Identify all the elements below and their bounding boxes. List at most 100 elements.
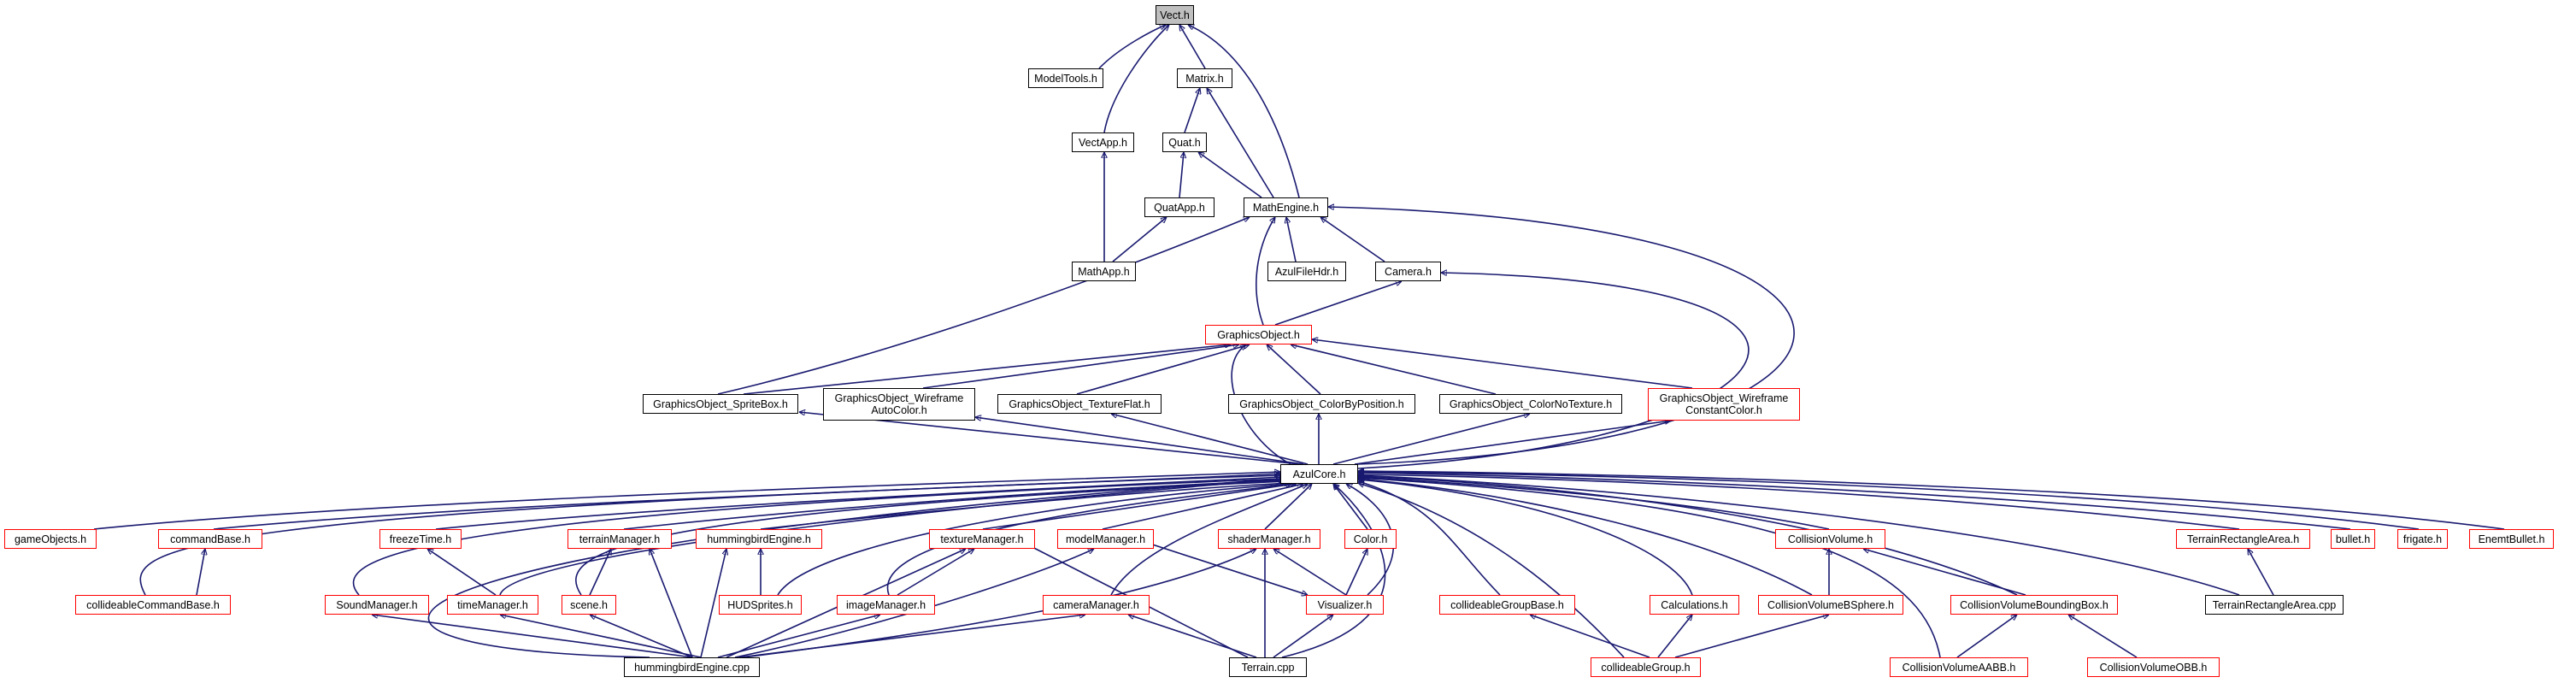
node-mathapp-h[interactable]: MathApp.h [1072,262,1136,281]
node-commandbase-h[interactable]: commandBase.h [158,529,262,549]
node-graphicsobject-wireframe-autocolor-h[interactable]: GraphicsObject_Wireframe AutoColor.h [823,388,975,421]
edge-collideablegroup-calculations [1657,615,1692,658]
edge-wireconst-graphicsobject [1312,339,1693,389]
node-collideablecommandbase-h[interactable]: collideableCommandBase.h [75,595,231,615]
node-collideablegroup-h[interactable]: collideableGroup.h [1591,657,1701,677]
node-modeltools-h[interactable]: ModelTools.h [1028,68,1103,88]
edge-frigate-azulcore [1358,472,2420,530]
edge-hbecpp-timemanager [500,615,702,658]
edge-wireauto-graphicsobject [922,344,1239,389]
node-hudsprites-h[interactable]: HUDSprites.h [719,595,802,615]
node-collideablegroupbase-h[interactable]: collideableGroupBase.h [1439,595,1575,615]
node-collisionvolume-h[interactable]: CollisionVolume.h [1775,529,1885,549]
node-scene-h[interactable]: scene.h [562,595,616,615]
edge-visualizer-shadermanager [1273,548,1347,596]
edge-azulcore-spritebox [799,412,1300,465]
node-graphicsobject-h[interactable]: GraphicsObject.h [1205,325,1312,344]
node-collisionvolumebsphere-h[interactable]: CollisionVolumeBSphere.h [1758,595,1903,615]
edge-collideablegroupbase-azulcore [1358,481,1501,596]
node-terrainmanager-h[interactable]: terrainManager.h [568,529,672,549]
edge-freezetime-azulcore [435,477,1282,530]
node-azulcore-h[interactable]: AzulCore.h [1280,464,1358,484]
edge-modelmanager-azulcore [1102,484,1303,530]
edge-hbecpp-azulcore [427,479,1282,658]
edge-terrain-visualizer [1273,615,1333,658]
node-hummingbirdengine-cpp[interactable]: hummingbirdEngine.cpp [624,657,760,677]
edge-camera-mathengine [1320,217,1385,262]
node-hummingbirdengine-h[interactable]: hummingbirdEngine.h [696,529,822,549]
edge-aabb-boundingbox [1956,615,2017,658]
edge-terrain-azulcore [1281,484,1386,658]
edge-shadermanager-azulcore [1264,484,1312,530]
node-terrainrectanglearea-h[interactable]: TerrainRectangleArea.h [2176,529,2310,549]
edge-collideablegroup-bsphere [1674,615,1829,658]
edge-modelmanager-visualizer [1136,539,1308,595]
edge-cameramanager-azulcore [1110,484,1308,596]
node-calculations-h[interactable]: Calculations.h [1650,595,1739,615]
node-quat-h[interactable]: Quat.h [1162,132,1207,152]
node-freezetime-h[interactable]: freezeTime.h [379,529,462,549]
edge-mathengine-quat [1198,152,1262,198]
edge-matrix-vect [1179,25,1206,69]
edge-quat-matrix [1184,88,1200,133]
edge-collideablecommandbase-commandbase [196,549,205,596]
edge-hbecpp-shadermanager [743,548,1256,658]
edge-hbecpp-soundmanager [372,615,693,658]
node-vect-h[interactable]: Vect.h [1156,5,1194,25]
node-bullet-h[interactable]: bullet.h [2331,529,2375,549]
node-visualizer-h[interactable]: Visualizer.h [1306,595,1384,615]
node-terrain-cpp[interactable]: Terrain.cpp [1229,657,1307,677]
edge-boundingbox-azulcore [1358,476,2018,596]
edge-visualizer-color [1345,549,1367,596]
edge-colorbyposition-graphicsobject [1267,344,1321,395]
node-graphicsobject-colorbyposition-h[interactable]: GraphicsObject_ColorByPosition.h [1228,394,1415,414]
edge-soundmanager-azulcore [352,479,1282,596]
node-modelmanager-h[interactable]: modelManager.h [1057,529,1154,549]
node-imagemanager-h[interactable]: imageManager.h [837,595,935,615]
node-soundmanager-h[interactable]: SoundManager.h [325,595,429,615]
edge-modeltools-vect [1098,25,1166,69]
node-enemtbullet-h[interactable]: EnemtBullet.h [2469,529,2554,549]
node-frigate-h[interactable]: frigate.h [2397,529,2448,549]
node-collisionvolumeboundingbox-h[interactable]: CollisionVolumeBoundingBox.h [1950,595,2118,615]
edge-graphicsobject-mathengine [1256,217,1275,326]
node-cameramanager-h[interactable]: cameraManager.h [1043,595,1150,615]
node-shadermanager-h[interactable]: shaderManager.h [1218,529,1320,549]
node-gameobjects-h[interactable]: gameObjects.h [4,529,97,549]
edge-aabb-azulcore [1358,478,1941,658]
node-vectapp-h[interactable]: VectApp.h [1072,132,1134,152]
edge-gameobjects-azulcore [93,472,1280,530]
edge-terrainrectareacpp-terrainrectareah [2247,549,2274,596]
node-azulfilehdr-h[interactable]: AzulFileHdr.h [1267,262,1346,281]
edge-hudsprites-azulcore [777,484,1292,596]
edge-collideablegroup-azulcore [1358,483,1625,658]
edge-quatapp-quat [1179,152,1184,198]
edge-color-azulcore [1333,484,1368,530]
edge-hbecpp-terrainmanager [650,549,693,658]
edge-terrain-cameramanager [1128,615,1257,658]
node-camera-h[interactable]: Camera.h [1375,262,1441,281]
edge-terrainrectareah-azulcore [1358,474,2240,530]
node-label-line-2: ConstantColor.h [1685,404,1762,416]
edge-spritebox-mathengine [717,217,1250,395]
node-texturemanager-h[interactable]: textureManager.h [929,529,1035,549]
node-graphicsobject-textureflat-h[interactable]: GraphicsObject_TextureFlat.h [997,394,1162,414]
node-graphicsobject-spritebox-h[interactable]: GraphicsObject_SpriteBox.h [643,394,798,414]
edge-spritebox-graphicsobject [743,344,1231,395]
node-terrainrectanglearea-cpp[interactable]: TerrainRectangleArea.cpp [2205,595,2344,615]
node-quatapp-h[interactable]: QuatApp.h [1144,197,1214,217]
node-mathengine-h[interactable]: MathEngine.h [1244,197,1328,217]
node-matrix-h[interactable]: Matrix.h [1177,68,1232,88]
edge-mathapp-quatapp [1112,217,1167,262]
node-graphicsobject-wireframe-constantcolor-h[interactable]: GraphicsObject_Wireframe ConstantColor.h [1648,388,1800,421]
node-timemanager-h[interactable]: timeManager.h [447,595,538,615]
node-color-h[interactable]: Color.h [1344,529,1397,549]
edge-bsphere-azulcore [1358,479,1813,596]
node-graphicsobject-colornotexture-h[interactable]: GraphicsObject_ColorNoTexture.h [1439,394,1622,414]
edge-timemanager-azulcore [499,480,1285,596]
node-collisionvolumeobb-h[interactable]: CollisionVolumeOBB.h [2087,657,2220,677]
node-collisionvolumeaabb-h[interactable]: CollisionVolumeAABB.h [1890,657,2028,677]
edge-azulcore-mathengine [1328,207,1795,465]
